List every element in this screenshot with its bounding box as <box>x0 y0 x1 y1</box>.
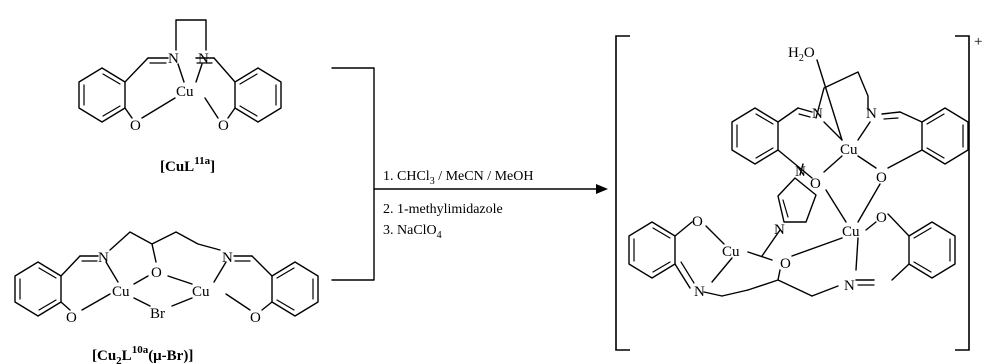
atom-n: N <box>694 284 705 300</box>
atom-o: O <box>66 310 77 326</box>
atom-cu: Cu <box>722 244 740 260</box>
atom-cu: Cu <box>840 142 858 158</box>
atom-o: O <box>151 265 162 281</box>
condition-step-1: 1. CHCl3 / MeCN / MeOH <box>383 169 533 187</box>
atom-o: O <box>130 118 141 134</box>
reactant-1-label: [CuL11a] <box>160 155 215 175</box>
atom-cu: Cu <box>842 224 860 240</box>
water-ligand: H2O <box>788 45 815 64</box>
atom-n: N <box>774 222 785 238</box>
atom-cu: Cu <box>112 284 130 300</box>
atom-o: O <box>780 256 791 272</box>
reactant-cul11a-structure: N N Cu O O <box>78 19 282 134</box>
atom-n: N <box>866 106 877 122</box>
atom-cu: Cu <box>192 284 210 300</box>
atom-o: O <box>810 176 821 192</box>
reaction-conditions: 1. CHCl3 / MeCN / MeOH 2. 1-methylimidaz… <box>383 169 533 241</box>
atom-n: N <box>812 106 823 122</box>
atom-o: O <box>692 214 703 230</box>
reaction-arrow <box>331 67 608 281</box>
atom-o: O <box>876 210 887 226</box>
reactant-2-label: [Cu2L10a(μ-Br)] <box>92 344 193 364</box>
atom-n: N <box>795 164 806 180</box>
atom-n: N <box>98 250 109 266</box>
atom-cu: Cu <box>176 84 194 100</box>
atom-o: O <box>876 170 887 186</box>
charge-sign: + <box>974 34 982 50</box>
atom-o: O <box>218 118 229 134</box>
reactant-cu2l10a-structure: N N O Cu Cu Br O O <box>14 231 319 326</box>
condition-step-3: 3. NaClO4 <box>383 223 442 241</box>
condition-step-2: 2. 1-methylimidazole <box>383 202 503 217</box>
atom-br: Br <box>150 306 165 322</box>
atom-n: N <box>198 51 209 67</box>
atom-o: O <box>250 310 261 326</box>
product-complex-structure: H2O <box>628 45 969 300</box>
atom-n: N <box>222 250 233 266</box>
atom-n: N <box>844 278 855 294</box>
product-brackets: + <box>615 34 982 351</box>
atom-n: N <box>168 51 179 67</box>
